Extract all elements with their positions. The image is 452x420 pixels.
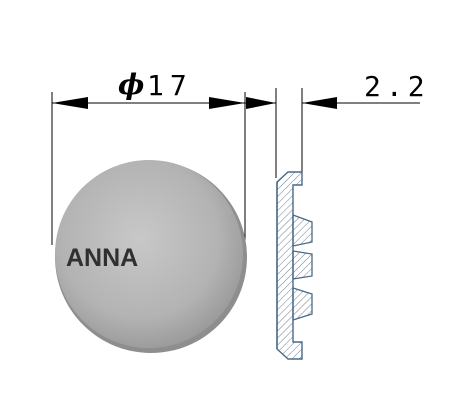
arrowhead-right xyxy=(209,97,245,109)
profile-clip-lower xyxy=(292,287,313,321)
profile-clip-middle xyxy=(292,250,313,280)
disc-side-profile xyxy=(276,171,313,360)
thickness-value: 2.2 xyxy=(364,70,430,103)
profile-clip-upper xyxy=(292,214,313,247)
diameter-value: 17 xyxy=(147,69,193,102)
profile-section xyxy=(276,171,303,360)
arrowhead-left xyxy=(52,97,88,109)
arrowhead-thickness-left xyxy=(246,97,276,109)
diameter-symbol: ϕ xyxy=(118,68,144,101)
arrowhead-thickness-right xyxy=(302,97,337,109)
disc-label: ANNA xyxy=(66,244,138,272)
disc-front-view: ANNA xyxy=(55,160,247,353)
disc-face xyxy=(55,160,243,348)
